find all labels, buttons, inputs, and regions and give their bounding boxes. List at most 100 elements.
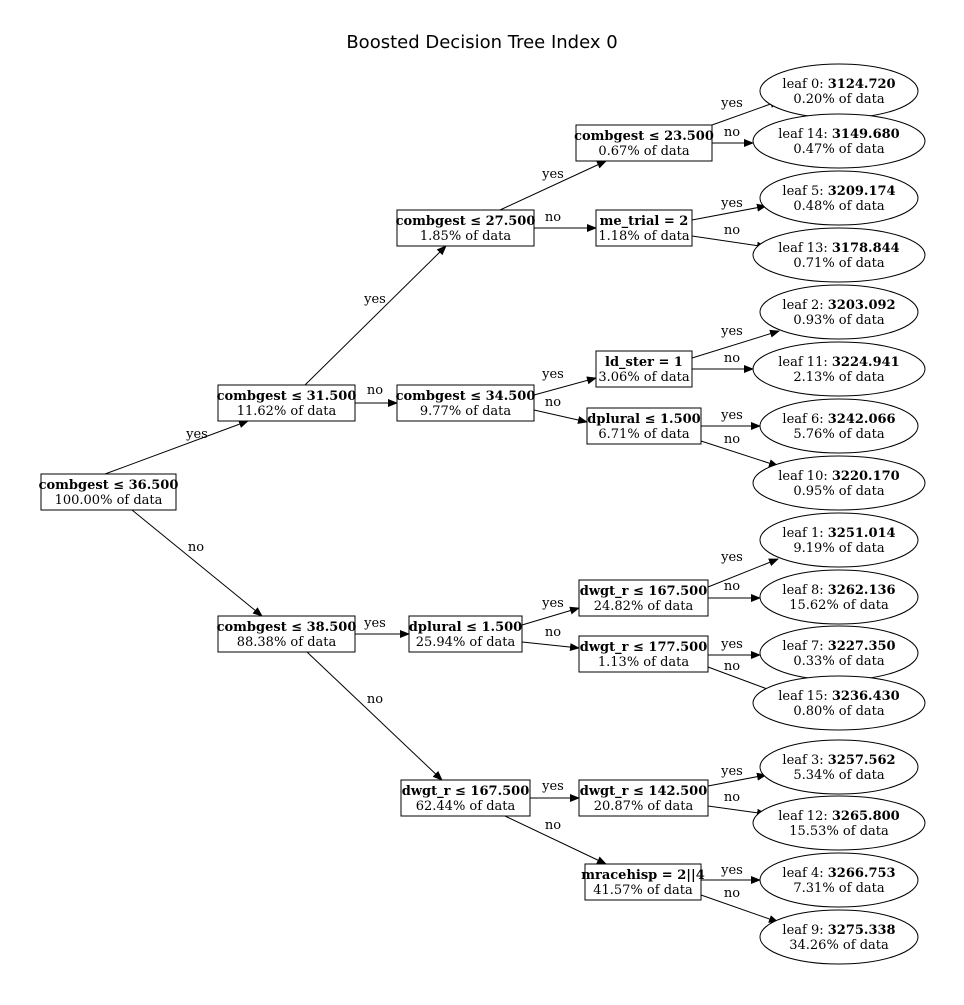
edge-n0-n2: no bbox=[131, 509, 263, 617]
leaf-label: leaf 14: 3149.680 bbox=[778, 127, 899, 142]
leaf-percent: 9.19% of data bbox=[793, 541, 884, 556]
leaf-value: 3242.066 bbox=[828, 412, 896, 427]
leaf-label: leaf 11: 3224.941 bbox=[778, 355, 899, 370]
edge-label-no: no bbox=[724, 432, 740, 447]
edge-n3-n6: no bbox=[534, 210, 597, 232]
leaf-ellipse bbox=[752, 795, 926, 851]
edge-label-yes: yes bbox=[541, 779, 564, 794]
leaf-prefix: leaf 2: bbox=[782, 298, 827, 313]
leaf-percent: 0.80% of data bbox=[793, 704, 884, 719]
node-percent: 9.77% of data bbox=[420, 404, 511, 419]
edge-n6-l5: yes bbox=[691, 196, 767, 221]
leaf-value: 3251.014 bbox=[828, 526, 896, 541]
node-percent: 3.06% of data bbox=[598, 370, 689, 385]
edge-label-no: no bbox=[545, 625, 561, 640]
leaf-ellipse bbox=[752, 113, 926, 169]
node-box bbox=[586, 407, 702, 445]
edge-label-no: no bbox=[724, 125, 740, 140]
edge-arrow bbox=[691, 203, 767, 221]
node-box bbox=[396, 209, 535, 247]
leaf-ellipse bbox=[759, 909, 919, 965]
node-condition: dplural ≤ 1.500 bbox=[409, 620, 522, 635]
node-box bbox=[575, 124, 713, 162]
edge-label-no: no bbox=[367, 692, 383, 707]
decision-node-n6: me_trial = 21.18% of data bbox=[595, 209, 693, 247]
edge-arrow bbox=[707, 772, 767, 787]
edge-n0-n1: yes bbox=[104, 420, 249, 475]
leaf-prefix: leaf 10: bbox=[778, 469, 832, 484]
leaf-percent: 0.93% of data bbox=[793, 313, 884, 328]
leaf-value: 3265.800 bbox=[832, 809, 900, 824]
leaf-prefix: leaf 12: bbox=[778, 809, 832, 824]
leaf-prefix: leaf 13: bbox=[778, 241, 832, 256]
leaf-percent: 15.62% of data bbox=[789, 598, 889, 613]
edge-label-yes: yes bbox=[185, 427, 208, 442]
node-percent: 20.87% of data bbox=[594, 799, 694, 814]
edge-n14-l4: yes bbox=[701, 863, 761, 884]
edge-label-no: no bbox=[724, 579, 740, 594]
leaf-value: 3266.753 bbox=[828, 866, 896, 881]
edge-n3-n5: yes bbox=[499, 160, 607, 211]
edge-arrow bbox=[521, 641, 580, 652]
leaf-ellipse bbox=[759, 284, 919, 340]
edge-arrow bbox=[700, 440, 779, 468]
leaf-label: leaf 4: 3266.753 bbox=[782, 866, 895, 881]
leaf-prefix: leaf 0: bbox=[782, 77, 827, 92]
edge-arrow bbox=[700, 894, 779, 923]
edge-label-no: no bbox=[545, 818, 561, 833]
node-condition: dwgt_r ≤ 142.500 bbox=[580, 784, 707, 799]
leaf-prefix: leaf 9: bbox=[782, 923, 827, 938]
leaf-value: 3236.430 bbox=[832, 689, 900, 704]
node-percent: 11.62% of data bbox=[237, 404, 337, 419]
edge-label-yes: yes bbox=[541, 596, 564, 611]
edge-label-no: no bbox=[724, 351, 740, 366]
leaf-percent: 0.95% of data bbox=[793, 484, 884, 499]
node-condition: dwgt_r ≤ 177.500 bbox=[580, 640, 707, 655]
leaf-value: 3224.941 bbox=[832, 355, 900, 370]
leaf-percent: 7.31% of data bbox=[793, 881, 884, 896]
edge-n13-l12: no bbox=[707, 790, 767, 817]
edge-label-no: no bbox=[545, 395, 561, 410]
leaf-prefix: leaf 11: bbox=[778, 355, 832, 370]
decision-node-n7: ld_ster = 13.06% of data bbox=[595, 350, 693, 388]
leaf-value: 3262.136 bbox=[828, 583, 896, 598]
edge-arrow bbox=[691, 329, 780, 359]
edge-n4-n7: yes bbox=[533, 367, 597, 396]
edge-arrow bbox=[707, 805, 767, 817]
edge-arrow bbox=[504, 815, 607, 865]
edge-n7-l2: yes bbox=[691, 324, 780, 359]
leaf-ellipse bbox=[752, 675, 926, 731]
decision-node-n14: mracehisp = 2||441.57% of data bbox=[581, 863, 705, 901]
leaf-label: leaf 6: 3242.066 bbox=[782, 412, 895, 427]
leaf-prefix: leaf 5: bbox=[782, 184, 827, 199]
leaf-label: leaf 0: 3124.720 bbox=[782, 77, 895, 92]
leaf-percent: 0.20% of data bbox=[793, 92, 884, 107]
node-condition: combgest ≤ 27.500 bbox=[396, 214, 536, 229]
edge-label-yes: yes bbox=[720, 196, 743, 211]
edge-n1-n4: no bbox=[355, 383, 398, 407]
leaf-percent: 0.33% of data bbox=[793, 654, 884, 669]
edge-arrow bbox=[499, 160, 607, 211]
node-percent: 62.44% of data bbox=[416, 799, 516, 814]
leaf-prefix: leaf 14: bbox=[778, 127, 832, 142]
edge-arrow bbox=[711, 100, 780, 126]
edge-arrow bbox=[304, 245, 447, 386]
